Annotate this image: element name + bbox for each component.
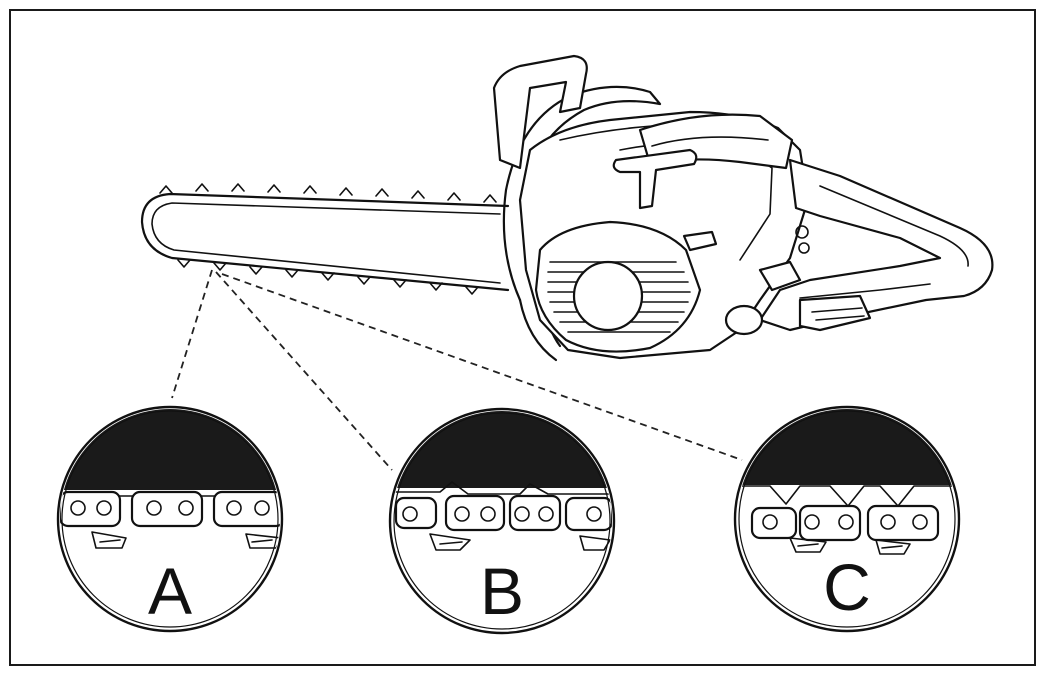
callout-c-label: C (823, 550, 871, 624)
callout-a: A (56, 405, 284, 633)
callout-b: B (388, 407, 616, 635)
fan-cover (534, 220, 702, 353)
fan-hub (572, 260, 644, 332)
figure-border (9, 9, 1036, 666)
callout-a-label: A (148, 554, 192, 628)
chain-brake-guard (492, 54, 588, 170)
callout-c: C (733, 405, 961, 633)
chainsaw-illustration (140, 54, 994, 362)
engine-housing (518, 110, 810, 360)
starter-grip (612, 148, 698, 210)
guide-bar (140, 183, 510, 295)
throttle-trigger (798, 294, 872, 332)
callout-b-label: B (480, 554, 524, 628)
rear-handle (758, 158, 994, 332)
oil-cap (724, 304, 764, 336)
leader-lines (171, 269, 743, 471)
